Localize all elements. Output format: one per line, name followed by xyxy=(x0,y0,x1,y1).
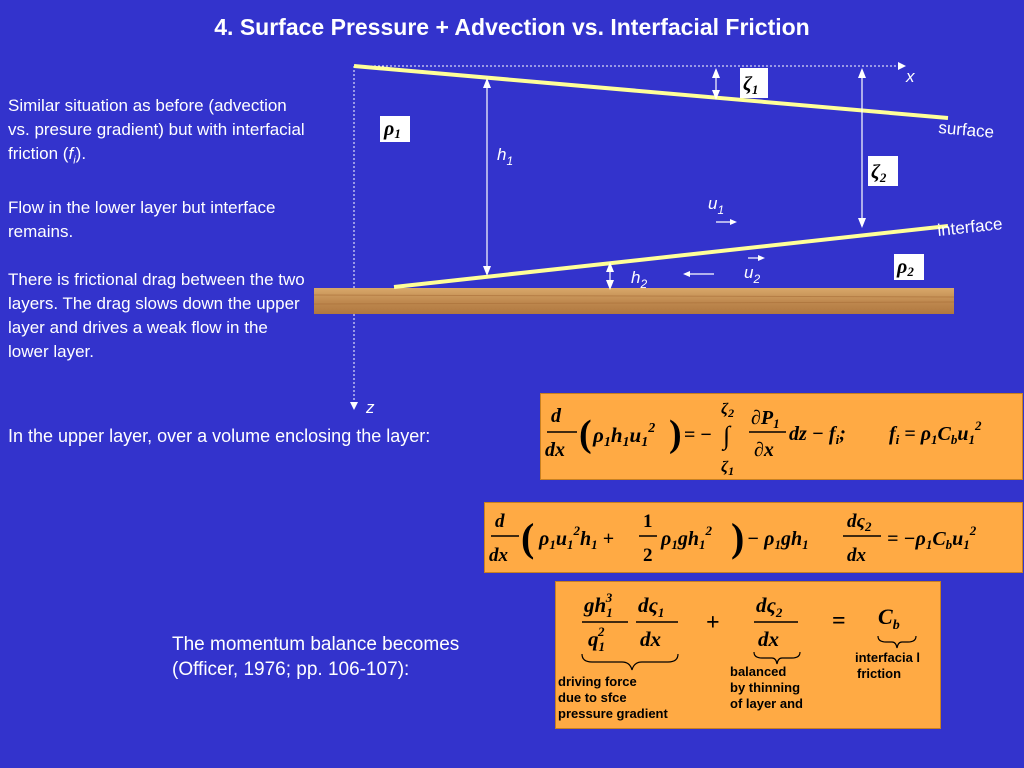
equation2: d dx ( ρ1u12h1 + 1 2 ρ1gh12 ) − ρ1gh1 dς… xyxy=(489,511,977,566)
balanced-note-2: by thinning xyxy=(730,680,800,695)
two-layer-diagram: x z surface interface h1 h2 ζ1 ζ2 ρ1 ρ2 … xyxy=(313,62,1003,417)
svg-text:dς1: dς1 xyxy=(638,593,664,620)
paragraph-2: Flow in the lower layer but interface re… xyxy=(8,198,276,242)
description-text: Similar situation as before (advection v… xyxy=(8,94,308,388)
zeta2-symbol: ζ2 xyxy=(871,161,887,185)
equation1-intro: In the upper layer, over a volume enclos… xyxy=(8,426,431,446)
equation1-box: d dx ( ρ1h1u12 ) = − ζ2 ∫ ζ1 ∂P1 ∂x dz −… xyxy=(540,393,1023,480)
svg-text:(: ( xyxy=(579,413,592,455)
driving-note-3: pressure gradient xyxy=(558,706,668,721)
friction-note-1: interfacia l xyxy=(855,650,920,665)
h2-label: h2 xyxy=(631,268,647,291)
paragraph-1: Similar situation as before (advection v… xyxy=(8,96,305,167)
svg-text:dx: dx xyxy=(489,545,509,566)
u1-label: u1 xyxy=(708,194,724,217)
balanced-note-1: balanced xyxy=(730,664,786,679)
svg-text:d: d xyxy=(495,511,505,532)
svg-text:− ρ1gh1: − ρ1gh1 xyxy=(747,528,809,552)
zeta1-symbol: ζ1 xyxy=(743,73,758,97)
u2-label: u2 xyxy=(744,263,760,286)
surface-label: surface xyxy=(938,118,995,142)
surface-line xyxy=(353,64,949,120)
svg-text:d: d xyxy=(551,405,562,427)
svg-text:dς2: dς2 xyxy=(756,593,783,620)
equation3-box: gh13 q12 dς1 dx + dς2 dx = Cb driving fo… xyxy=(555,581,941,729)
sea-floor xyxy=(314,288,954,314)
svg-text:): ) xyxy=(669,413,682,455)
h1-label: h1 xyxy=(497,145,513,168)
slide-title: 4. Surface Pressure + Advection vs. Inte… xyxy=(214,14,810,40)
driving-note-1: driving force xyxy=(558,674,637,689)
svg-text:): ) xyxy=(731,515,744,560)
equation2-box: d dx ( ρ1u12h1 + 1 2 ρ1gh12 ) − ρ1gh1 dς… xyxy=(484,502,1023,573)
rho2-box xyxy=(894,254,924,280)
interface-label: interface xyxy=(936,214,1003,240)
equation1: d dx ( ρ1h1u12 ) = − ζ2 ∫ ζ1 ∂P1 ∂x dz −… xyxy=(545,401,982,478)
rho1-symbol: ρ1 xyxy=(383,118,401,141)
rho2-symbol: ρ2 xyxy=(896,256,914,279)
svg-text:dς2: dς2 xyxy=(847,511,872,534)
svg-text:=: = xyxy=(832,608,846,634)
svg-text:ρ1u12h1 +: ρ1u12h1 + xyxy=(538,523,614,552)
svg-text:∫: ∫ xyxy=(721,421,732,451)
svg-text:ρ1h1u12: ρ1h1u12 xyxy=(592,421,655,450)
z-axis-label: z xyxy=(365,398,375,417)
rho1-box xyxy=(380,116,410,142)
x-axis-arrowhead xyxy=(898,62,906,70)
svg-text:1: 1 xyxy=(643,511,653,532)
friction-note-2: friction xyxy=(857,666,901,681)
svg-text:= −ρ1Cbu12: = −ρ1Cbu12 xyxy=(887,523,977,552)
momentum-balance-text: The momentum balance becomes (Officer, 1… xyxy=(172,634,460,680)
zeta2-box xyxy=(868,156,898,186)
svg-text:ζ1: ζ1 xyxy=(721,459,734,478)
x-axis-label: x xyxy=(905,67,915,86)
balanced-note-3: of layer and xyxy=(730,696,803,711)
svg-text:+: + xyxy=(706,610,720,636)
svg-text:gh13: gh13 xyxy=(583,590,613,620)
svg-text:fi = ρ1Cbu12: fi = ρ1Cbu12 xyxy=(889,418,982,447)
svg-text:ζ2: ζ2 xyxy=(721,401,734,420)
svg-text:∂x: ∂x xyxy=(754,439,774,461)
svg-text:dz − fi;: dz − fi; xyxy=(789,423,846,447)
svg-text:dx: dx xyxy=(847,545,867,566)
driving-note-2: due to sfce xyxy=(558,690,627,705)
equation3: gh13 q12 dς1 dx + dς2 dx = Cb driving fo… xyxy=(558,590,920,721)
interface-line xyxy=(393,224,949,289)
svg-text:dx: dx xyxy=(640,627,661,651)
svg-text:dx: dx xyxy=(758,627,779,651)
z-axis-arrowhead xyxy=(350,402,358,410)
zeta1-box xyxy=(740,68,768,98)
svg-text:ρ1gh12: ρ1gh12 xyxy=(660,523,712,552)
svg-text:∂P1: ∂P1 xyxy=(751,407,780,431)
svg-text:dx: dx xyxy=(545,439,565,461)
svg-text:(: ( xyxy=(521,515,534,560)
svg-text:Cb: Cb xyxy=(878,604,900,633)
svg-text:= −: = − xyxy=(684,424,712,446)
svg-text:2: 2 xyxy=(643,545,653,566)
paragraph-3: There is frictional drag between the two… xyxy=(8,270,305,362)
svg-text:q12: q12 xyxy=(588,624,605,654)
